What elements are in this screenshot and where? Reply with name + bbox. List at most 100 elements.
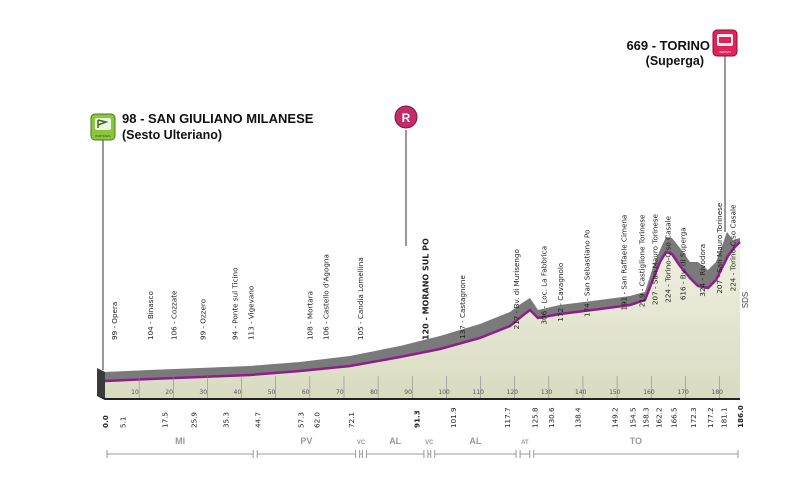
km-tick-label: 35.3	[222, 412, 231, 428]
waypoint: 104 - Binasco	[146, 291, 155, 340]
km-tick-label: 149.2	[610, 407, 619, 428]
km-ten-label: 130	[541, 389, 553, 396]
refuel-icon	[394, 105, 418, 129]
waypoint-labels: 99 - Opera 104 - Binasco 106 - Cozzate 99 -…	[110, 202, 737, 340]
km-ten-label: 150	[609, 389, 621, 396]
km-tick-label: 166.5	[669, 407, 678, 428]
province-code: AL	[469, 436, 481, 446]
km-tick-label: 158.3	[641, 407, 650, 428]
km-ten-label: 120	[507, 389, 519, 396]
waypoint: 99 - Opera	[110, 302, 119, 340]
km-ten-label: 70	[336, 389, 344, 396]
start-marker: PARTENZA 98 - SAN GIULIANO MILANESE (Ses…	[90, 111, 314, 370]
province-code: VC	[357, 440, 366, 446]
waypoint: 324 - Rivodora	[698, 244, 707, 297]
km-ten-label: 170	[677, 389, 689, 396]
km-ten-label: 100	[438, 389, 450, 396]
ground-fill	[105, 232, 740, 398]
waypoint-label: 108 - Mortara	[306, 291, 315, 340]
km-ten-label: 50	[268, 389, 276, 396]
waypoint: 105 - Candia Lomellina	[356, 257, 365, 340]
province-segment: PV	[256, 436, 357, 458]
finish-marker: ARRIVO 669 - TORINO (Superga)	[626, 29, 738, 232]
waypoint: 137 - Castagnone	[458, 275, 467, 339]
km-tick-label: 181.1	[719, 407, 728, 428]
waypoint: 207 - San Mauro Torinese	[650, 213, 659, 305]
waypoint-label: 324 - Rivodora	[698, 244, 707, 297]
waypoint-label: 174 - San Sebastiano Po	[582, 230, 591, 317]
province-code: MI	[175, 436, 185, 446]
waypoint: 99 - Ozzero	[198, 299, 207, 340]
province-segment: AT	[519, 440, 531, 458]
finish-flag-icon	[712, 29, 738, 57]
km-tick-label: 117.7	[503, 407, 512, 428]
waypoint-label: 217 - Bv. di Murisengo	[512, 249, 521, 329]
waypoint: 113 - Vigevano	[247, 286, 256, 340]
waypoint-label: 137 - Castagnone	[458, 275, 467, 339]
province-segment: AL	[434, 436, 517, 458]
waypoint-label: 106 - Castello d'Agogna	[322, 254, 331, 340]
km-ten-label: 160	[643, 389, 655, 396]
km-ten-label: 10	[131, 389, 139, 396]
waypoint: 174 - San Sebastiano Po	[582, 230, 591, 317]
route-line	[104, 241, 741, 383]
km-tick-label: 172.3	[689, 407, 698, 428]
waypoint-label: 120 - MORANO SUL PO	[422, 238, 431, 340]
waypoint: 224 - Torino-C.so Casale	[664, 215, 673, 302]
waypoint: 306 - Loc. La Fabbrica	[539, 246, 548, 325]
base-side	[97, 368, 105, 400]
waypoint-label: 105 - Candia Lomellina	[356, 257, 365, 340]
km-tick-label: 44.7	[254, 412, 263, 428]
waypoint-label: 106 - Cozzate	[170, 290, 179, 340]
province-segment: VC	[425, 440, 434, 458]
province-code: AL	[389, 436, 401, 446]
province-segment: TO	[533, 436, 739, 458]
waypoint: 207 - San Mauro Torinese	[715, 202, 724, 294]
km-ten-label: 60	[302, 389, 310, 396]
km-tick-label: 125.8	[530, 407, 539, 428]
km-tick-label: 130.6	[547, 407, 556, 428]
km-tick-label: 5.1	[118, 417, 127, 428]
province-code: AT	[521, 440, 529, 446]
refuel-marker: R	[394, 105, 418, 246]
km-tick-label: 25.9	[189, 412, 198, 428]
waypoint-label: 94 - Ponte sul Ticino	[231, 267, 240, 340]
province-segment: AL	[365, 436, 425, 458]
km-tick-label: 154.5	[628, 407, 637, 428]
km-ten-label: 110	[473, 389, 485, 396]
province-code: TO	[630, 436, 642, 446]
elevation-profile	[97, 232, 741, 400]
waypoint: 108 - Mortara	[306, 291, 315, 340]
side-label: SDS	[741, 292, 750, 308]
km-tick-label: 138.4	[573, 407, 582, 428]
km-ten-label: 90	[404, 389, 412, 396]
km-tick-label: 17.5	[161, 412, 170, 428]
km-tick-label: 101.9	[449, 407, 458, 428]
start-flag-icon	[90, 113, 116, 141]
finish-title: 669 - TORINO	[626, 38, 710, 53]
waypoint: 120 - MORANO SUL PO	[422, 238, 431, 340]
waypoint-label: 219 - Castiglione Torinese	[637, 214, 646, 307]
waypoint-label: 113 - Vigevano	[247, 286, 256, 340]
km-ten-label: 20	[165, 389, 173, 396]
km-ten-label: 30	[199, 389, 207, 396]
waypoint: 616 - Bv. di Superga	[678, 227, 687, 300]
waypoint-label: 224 - Torino-C.so Casale	[664, 215, 673, 302]
waypoint: 224 - Torino-C.so Casale	[728, 204, 737, 291]
waypoint: 106 - Cozzate	[170, 290, 179, 340]
finish-subtitle: (Superga)	[646, 54, 704, 68]
province-segment: VC	[357, 440, 366, 458]
waypoint: 94 - Ponte sul Ticino	[231, 267, 240, 340]
waypoint-label: 104 - Binasco	[146, 291, 155, 340]
waypoint: 219 - Castiglione Torinese	[637, 214, 646, 307]
waypoint-label: 172 - Cavagnolo	[556, 263, 565, 322]
base-bottom	[97, 396, 740, 400]
km-tick-label: 57.3	[297, 412, 306, 428]
km-tick-label: 72.1	[347, 412, 356, 428]
km-tick-label: 186.0	[736, 405, 745, 428]
refuel-letter: R	[402, 111, 411, 125]
waypoint: 172 - Cavagnolo	[556, 263, 565, 322]
